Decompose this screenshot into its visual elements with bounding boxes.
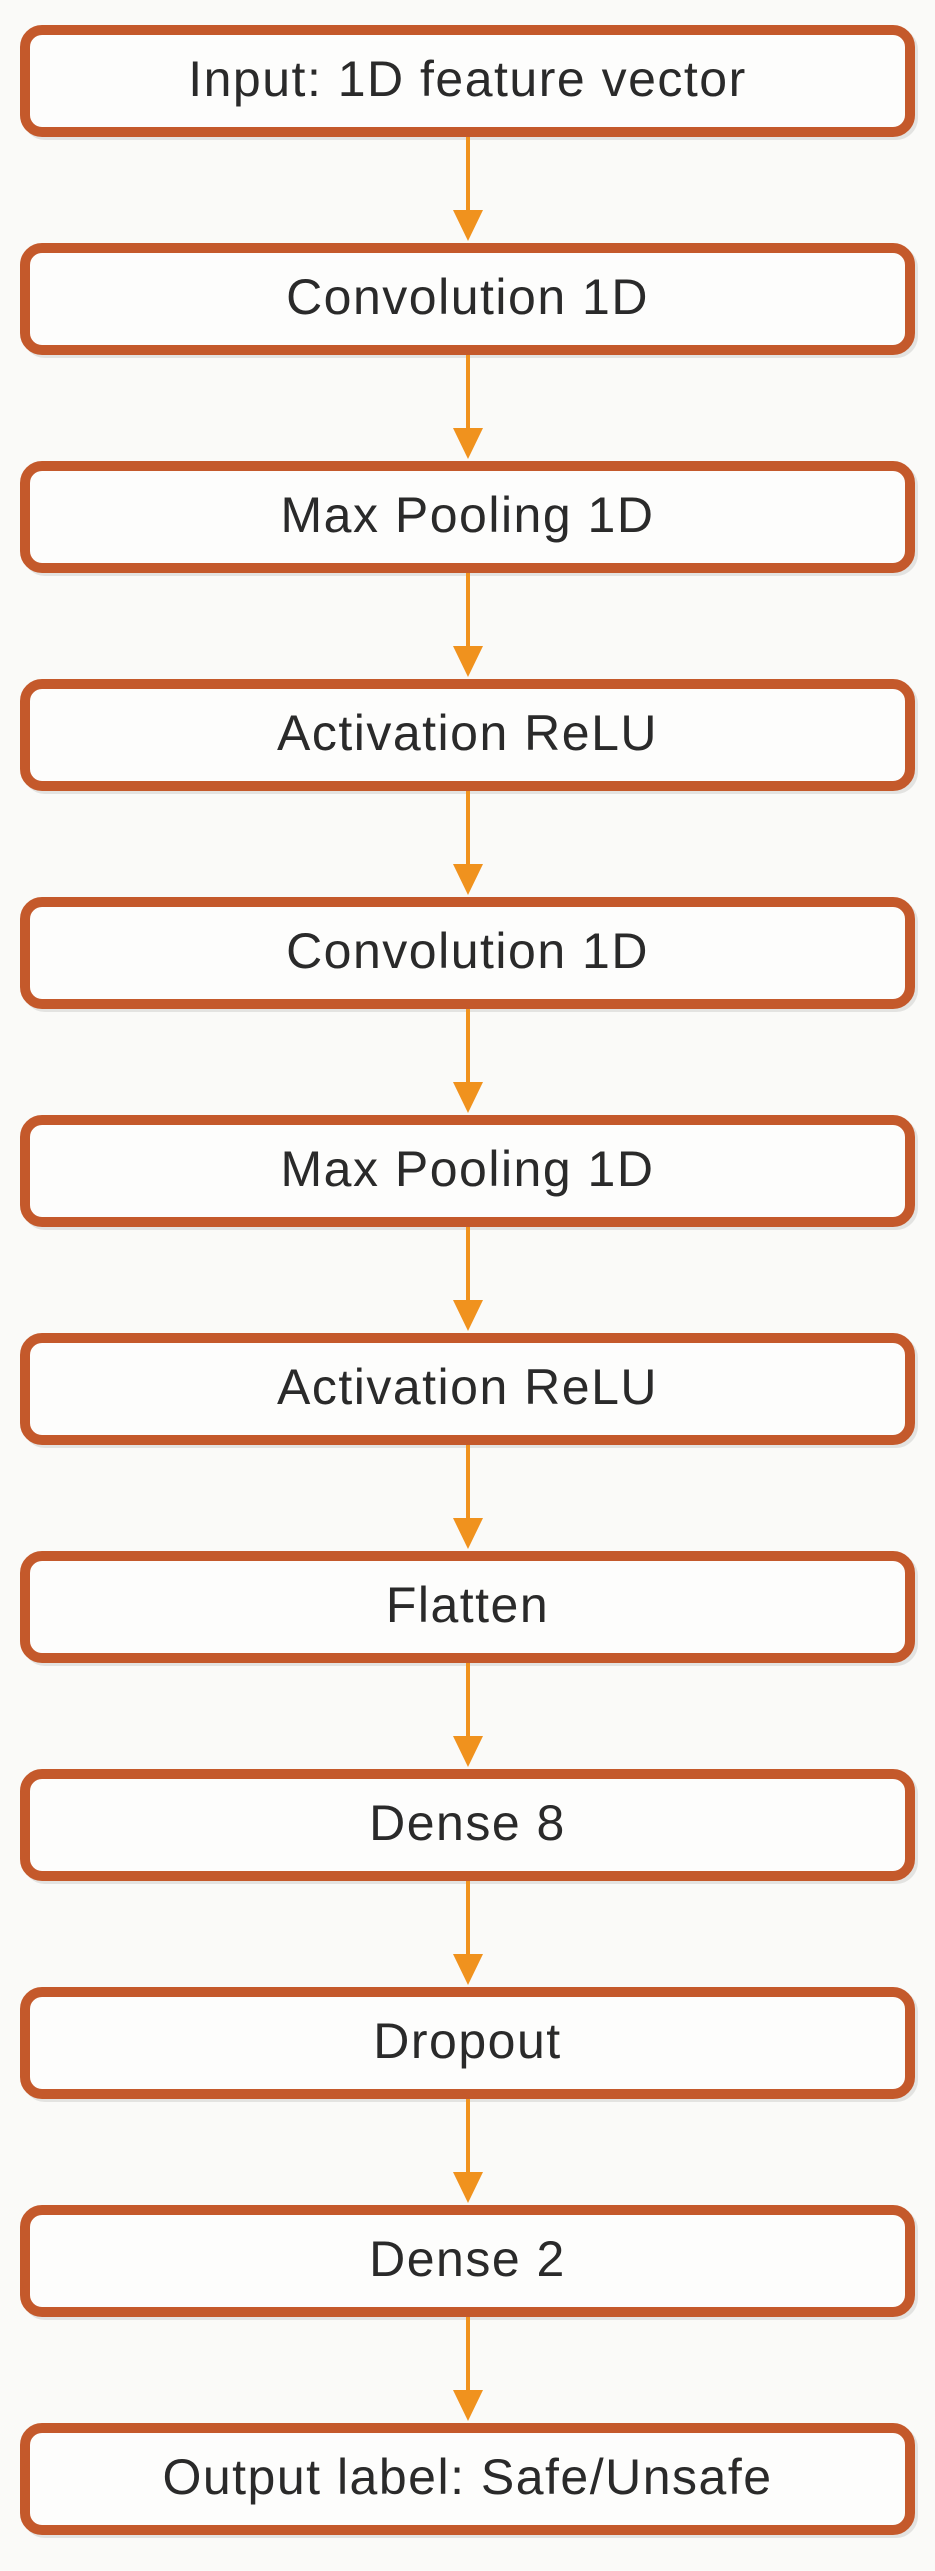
flow-node-label: Activation ReLU bbox=[277, 1359, 658, 1415]
flow-node: Dropout bbox=[20, 1987, 915, 2099]
arrow-stem bbox=[465, 1881, 470, 1955]
flow-node: Activation ReLU bbox=[20, 679, 915, 791]
arrow-down-icon bbox=[452, 210, 483, 241]
arrow-down-icon bbox=[452, 864, 483, 895]
arrow-stem bbox=[465, 573, 470, 647]
flow-node: Activation ReLU bbox=[20, 1333, 915, 1445]
flow-node: Input: 1D feature vector bbox=[20, 25, 915, 137]
arrow-stem bbox=[465, 137, 470, 211]
down-arrow-connector bbox=[452, 1227, 483, 1333]
flow-node-label: Convolution 1D bbox=[286, 269, 649, 325]
flow-node: Dense 2 bbox=[20, 2205, 915, 2317]
flow-node: Convolution 1D bbox=[20, 243, 915, 355]
down-arrow-connector bbox=[452, 1445, 483, 1551]
flow-node-label: Max Pooling 1D bbox=[280, 487, 655, 543]
down-arrow-connector bbox=[452, 137, 483, 243]
arrow-down-icon bbox=[452, 1300, 483, 1331]
flow-node-label: Flatten bbox=[385, 1577, 550, 1633]
arrow-stem bbox=[465, 1663, 470, 1737]
arrow-down-icon bbox=[452, 1736, 483, 1767]
arrow-down-icon bbox=[452, 428, 483, 459]
arrow-stem bbox=[465, 791, 470, 865]
arrow-down-icon bbox=[452, 646, 483, 677]
flow-node: Convolution 1D bbox=[20, 897, 915, 1009]
down-arrow-connector bbox=[452, 1663, 483, 1769]
down-arrow-connector bbox=[452, 355, 483, 461]
arrow-down-icon bbox=[452, 1082, 483, 1113]
arrow-down-icon bbox=[452, 2390, 483, 2421]
flow-node-label: Dense 8 bbox=[369, 1795, 566, 1851]
down-arrow-connector bbox=[452, 2099, 483, 2205]
flow-node: Dense 8 bbox=[20, 1769, 915, 1881]
flow-node: Output label: Safe/Unsafe bbox=[20, 2423, 915, 2535]
flow-node-label: Input: 1D feature vector bbox=[188, 51, 747, 107]
down-arrow-connector bbox=[452, 1881, 483, 1987]
down-arrow-connector bbox=[452, 2317, 483, 2423]
flow-node: Max Pooling 1D bbox=[20, 461, 915, 573]
arrow-down-icon bbox=[452, 2172, 483, 2203]
down-arrow-connector bbox=[452, 573, 483, 679]
flow-node-label: Activation ReLU bbox=[277, 705, 658, 761]
down-arrow-connector bbox=[452, 1009, 483, 1115]
arrow-stem bbox=[465, 1009, 470, 1083]
arrow-stem bbox=[465, 355, 470, 429]
flow-node-label: Dense 2 bbox=[369, 2231, 566, 2287]
flow-node-label: Max Pooling 1D bbox=[280, 1141, 655, 1197]
arrow-stem bbox=[465, 1445, 470, 1519]
flow-node: Flatten bbox=[20, 1551, 915, 1663]
arrow-stem bbox=[465, 2317, 470, 2391]
flow-node-label: Convolution 1D bbox=[286, 923, 649, 979]
flow-node-label: Dropout bbox=[373, 2013, 562, 2069]
arrow-stem bbox=[465, 2099, 470, 2173]
down-arrow-connector bbox=[452, 791, 483, 897]
arrow-down-icon bbox=[452, 1954, 483, 1985]
flow-node: Max Pooling 1D bbox=[20, 1115, 915, 1227]
arrow-stem bbox=[465, 1227, 470, 1301]
flow-node-label: Output label: Safe/Unsafe bbox=[162, 2449, 773, 2505]
arrow-down-icon bbox=[452, 1518, 483, 1549]
